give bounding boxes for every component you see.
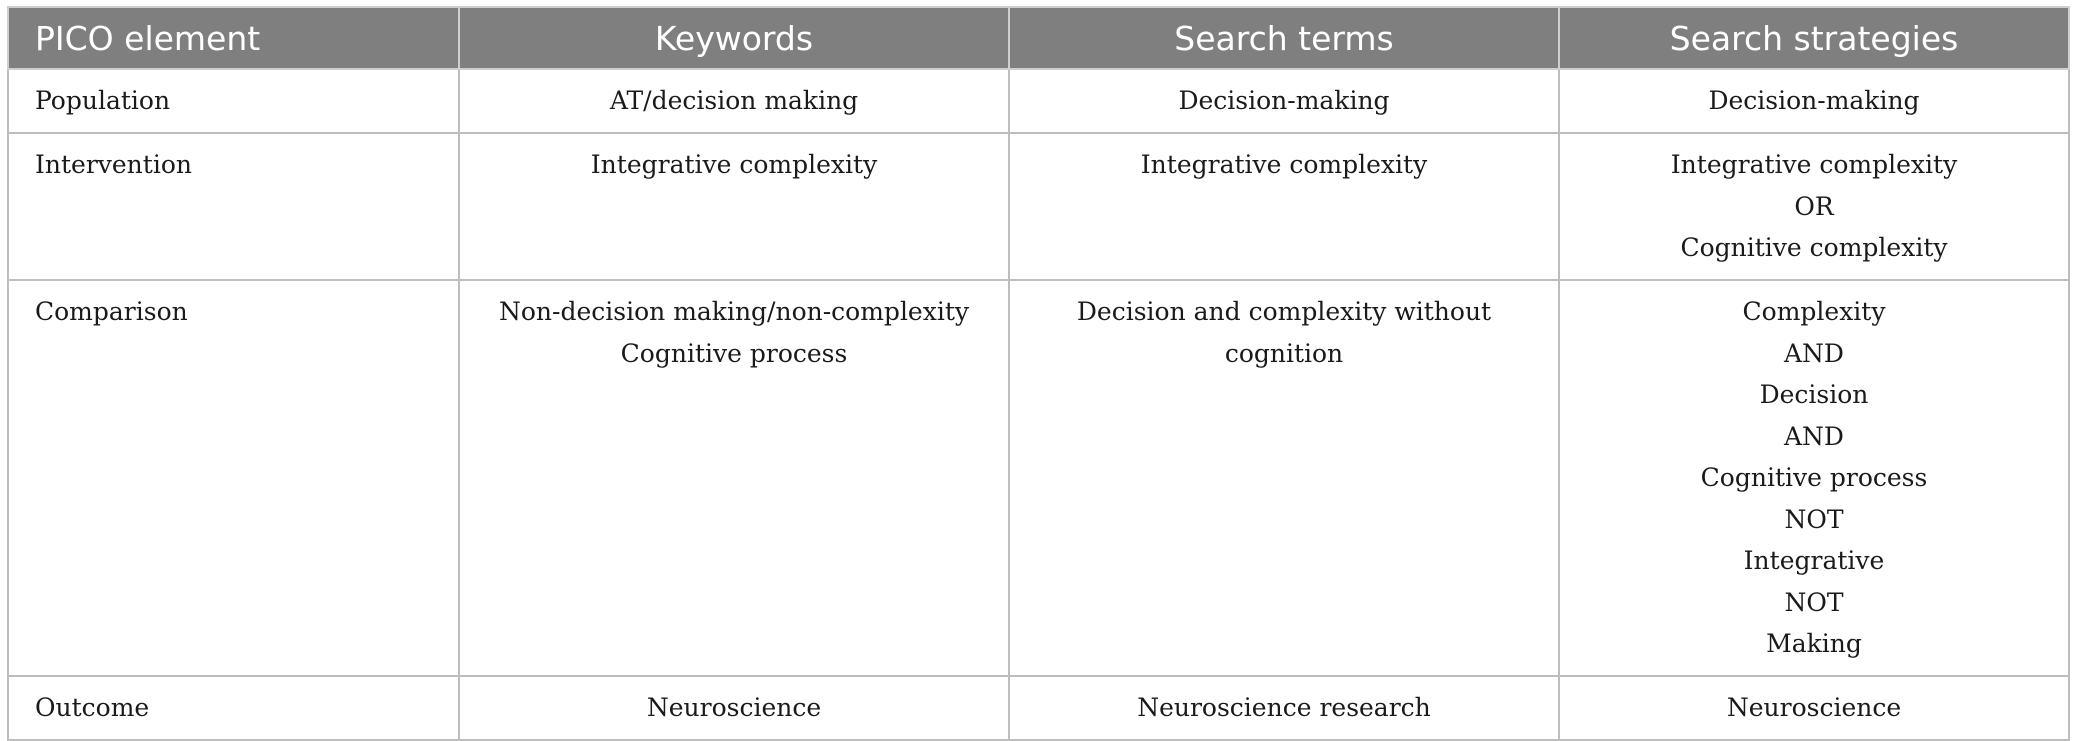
cell-element: Outcome: [7, 675, 460, 741]
header-keywords: Keywords: [458, 6, 1010, 70]
keyword-line: AT/decision making: [609, 86, 859, 115]
strategy-line: Making: [1766, 629, 1862, 658]
cell-search-terms: Decision and complexity without cognitio…: [1008, 279, 1560, 677]
table-header: PICO element Keywords Search terms Searc…: [7, 6, 2070, 70]
strategy-operator: OR: [1794, 191, 1834, 221]
header-search-terms: Search terms: [1008, 6, 1560, 70]
table-row-population: Population AT/decision making Decision-m…: [7, 68, 2070, 134]
header-pico-element: PICO element: [7, 6, 460, 70]
search-term-line: Integrative complexity: [1140, 150, 1428, 179]
strategy-line: Integrative: [1743, 546, 1885, 575]
cell-element: Comparison: [7, 279, 460, 677]
strategy-operator: AND: [1784, 338, 1844, 368]
pico-search-table: PICO element Keywords Search terms Searc…: [7, 6, 2070, 741]
strategy-line: Cognitive complexity: [1680, 233, 1948, 262]
cell-search-terms: Decision-making: [1008, 68, 1560, 134]
cell-search-strategies: Integrative complexity OR Cognitive comp…: [1558, 132, 2070, 281]
cell-keywords: Non-decision making/non-complexity Cogni…: [458, 279, 1010, 677]
strategy-line: Integrative complexity: [1670, 150, 1958, 179]
cell-search-terms: Neuroscience research: [1008, 675, 1560, 741]
table-body: Population AT/decision making Decision-m…: [7, 68, 2070, 741]
keyword-line: Neuroscience: [646, 693, 822, 722]
cell-keywords: Integrative complexity: [458, 132, 1010, 281]
cell-search-strategies: Decision-making: [1558, 68, 2070, 134]
cell-keywords: AT/decision making: [458, 68, 1010, 134]
keyword-line: Integrative complexity: [590, 150, 878, 179]
header-row: PICO element Keywords Search terms Searc…: [7, 6, 2070, 70]
keyword-line: Non-decision making/non-complexity: [499, 297, 969, 326]
table-row-outcome: Outcome Neuroscience Neuroscience resear…: [7, 675, 2070, 741]
keyword-line: Cognitive process: [620, 338, 848, 368]
search-term-line: Decision and complexity without: [1076, 297, 1492, 326]
cell-element: Population: [7, 68, 460, 134]
search-term-line: Neuroscience research: [1137, 693, 1431, 722]
strategy-line: Decision-making: [1708, 86, 1920, 115]
cell-search-terms: Integrative complexity: [1008, 132, 1560, 281]
table-row-comparison: Comparison Non-decision making/non-compl…: [7, 279, 2070, 677]
strategy-operator: AND: [1784, 421, 1844, 451]
header-search-strategies: Search strategies: [1558, 6, 2070, 70]
table-row-intervention: Intervention Integrative complexity Inte…: [7, 132, 2070, 281]
strategy-operator: NOT: [1784, 504, 1844, 534]
strategy-line: Cognitive process: [1700, 463, 1928, 492]
strategy-line: Neuroscience: [1726, 693, 1902, 722]
strategy-operator: NOT: [1784, 587, 1844, 617]
search-term-line: cognition: [1224, 338, 1344, 368]
cell-element: Intervention: [7, 132, 460, 281]
cell-search-strategies: Neuroscience: [1558, 675, 2070, 741]
strategy-line: Complexity: [1742, 297, 1886, 326]
cell-keywords: Neuroscience: [458, 675, 1010, 741]
cell-search-strategies: Complexity AND Decision AND Cognitive pr…: [1558, 279, 2070, 677]
strategy-line: Decision: [1759, 380, 1869, 409]
search-term-line: Decision-making: [1178, 86, 1390, 115]
